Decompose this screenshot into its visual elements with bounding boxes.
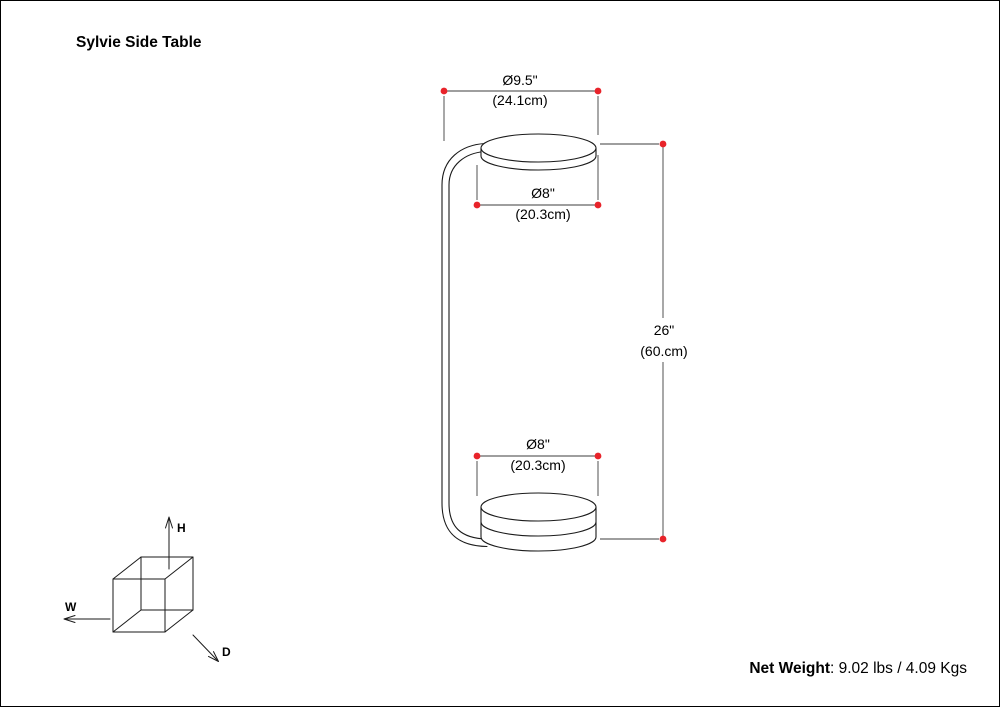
dimension-endpoint-marker — [659, 140, 667, 148]
base-seam-arc — [480, 521, 597, 537]
axis-cube-back-face — [140, 556, 194, 611]
axis-indicator — [63, 516, 219, 662]
frame-tube-outer-line — [441, 142, 488, 548]
page-title: Sylvie Side Table — [76, 34, 202, 51]
depth-axis-arrowhead — [208, 651, 219, 662]
dimension-endpoint-marker — [594, 87, 602, 95]
dimension-endpoint-marker — [594, 201, 602, 209]
dimension-lines — [443, 90, 664, 540]
dim-height-inches: 26" — [654, 322, 675, 338]
axis-labels: H W D — [65, 521, 231, 659]
dimension-endpoint-marker — [440, 87, 448, 95]
axis-cube-front-face — [112, 578, 166, 633]
dimension-markers — [440, 87, 667, 543]
dim-base-metric: (20.3cm) — [510, 457, 565, 473]
dimension-endpoint-marker — [659, 535, 667, 543]
dim-top-overall-metric: (24.1cm) — [492, 92, 547, 108]
dim-top-overall-inches: Ø9.5" — [502, 72, 537, 88]
height-axis-label: H — [177, 521, 186, 535]
dim-height-metric: (60.cm) — [640, 343, 687, 359]
table-drawing — [441, 133, 597, 552]
net-weight: Net Weight: 9.02 lbs / 4.09 Kgs — [749, 660, 967, 678]
base-top-ellipse — [480, 492, 597, 522]
axis-cube-edge — [112, 609, 142, 633]
axis-cube-edge — [164, 609, 194, 633]
net-weight-value: : 9.02 lbs / 4.09 Kgs — [829, 660, 967, 677]
frame-tube-inner-line — [448, 150, 488, 540]
axis-cube-edge — [164, 556, 194, 580]
dimension-endpoint-marker — [473, 201, 481, 209]
width-axis-label: W — [65, 600, 77, 614]
axis-cube-edge — [112, 556, 142, 580]
height-axis-arrowhead — [165, 516, 173, 529]
width-axis-arrowhead — [63, 615, 76, 623]
depth-axis-label: D — [222, 645, 231, 659]
net-weight-label: Net Weight — [749, 660, 830, 677]
dimension-endpoint-marker — [594, 452, 602, 460]
dim-base-inches: Ø8" — [526, 436, 550, 452]
dimension-endpoint-marker — [473, 452, 481, 460]
dimension-labels: Ø9.5" (24.1cm) Ø8" (20.3cm) 26" (60.cm) … — [492, 72, 687, 473]
dim-tabletop-metric: (20.3cm) — [515, 206, 570, 222]
depth-axis-arrow — [192, 634, 218, 661]
dim-tabletop-inches: Ø8" — [531, 185, 555, 201]
tabletop-ellipse — [480, 133, 597, 163]
